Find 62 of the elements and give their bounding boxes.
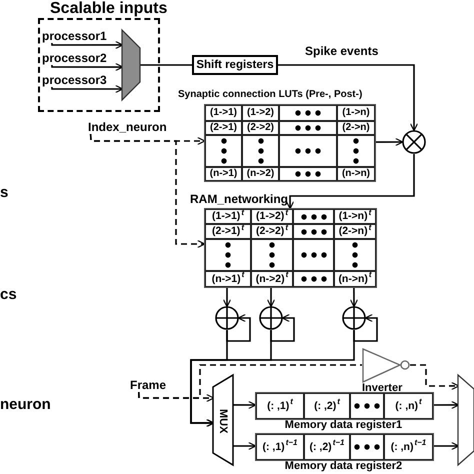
- table-title: Memory data register1: [284, 418, 404, 432]
- table-cell: (1->2): [242, 105, 279, 121]
- arrow: [266, 286, 276, 308]
- table-cell: (2->n): [337, 121, 375, 135]
- arrow: [226, 314, 251, 342]
- table-cell: (2->n)$^{t}$: [334, 224, 376, 239]
- arrow: [222, 286, 232, 308]
- label-text: cs: [0, 286, 17, 303]
- table-cell: (1->n)$^{t}$: [334, 209, 376, 224]
- arrow: [190, 330, 355, 428]
- table-cell: (1->n): [337, 105, 375, 121]
- table-cell: (: ,1)$^{t−1}$: [256, 434, 304, 460]
- input-label: processor3: [42, 73, 104, 87]
- input-label: processor1: [42, 29, 104, 43]
- arrow: [233, 442, 256, 450]
- signal-label: Frame: [130, 378, 174, 392]
- register-box: Shift registers: [192, 55, 278, 75]
- table-cell: (1->1)$^{t}$: [205, 209, 251, 224]
- arrow: [374, 138, 404, 146]
- arrow: [350, 286, 358, 308]
- group-title: Scalable inputs: [50, 0, 168, 18]
- table-title: RAM_networking: [190, 191, 288, 208]
- label-text: s: [0, 184, 8, 201]
- arrow: [286, 154, 415, 210]
- table-cell: (: ,2)$^{t−1}$: [304, 434, 350, 460]
- table-cell: (: ,1)$^{t}$: [256, 393, 304, 419]
- table-cell: (1->1): [205, 105, 242, 121]
- arrow: [51, 84, 124, 94]
- table-cell: (2->2)$^{t}$: [251, 224, 293, 239]
- label-text: neuron: [0, 396, 51, 413]
- table-cell: (n->1): [205, 167, 242, 181]
- arrow: [432, 442, 460, 450]
- arrow: [278, 64, 418, 132]
- table-title: Memory data register2: [284, 459, 404, 473]
- input-label: processor2: [42, 51, 104, 65]
- dashed-connector-line: [138, 364, 362, 399]
- table-cell: (n->2): [242, 167, 279, 181]
- table-cell: (2->2): [242, 121, 279, 135]
- dashed-arrow: [410, 364, 460, 390]
- table-title: Synaptic connection LUTs (Pre-, Post-): [178, 88, 362, 102]
- connector-line: [140, 64, 192, 66]
- table-cell: (n->n)$^{t}$: [334, 271, 376, 287]
- arrow: [51, 62, 124, 72]
- dashed-arrow: [90, 134, 206, 248]
- table-cell: (: ,n)$^{t}$: [384, 393, 433, 419]
- arrow: [353, 314, 378, 342]
- mux-label: MUX: [216, 409, 230, 434]
- signal-label: Index_neuron: [88, 120, 176, 134]
- table-cell: (n->1)$^{t}$: [205, 271, 251, 287]
- table-cell: (n->n): [337, 167, 375, 181]
- table-cell: (: ,n)$^{t−1}$: [384, 434, 433, 460]
- table-cell: (: ,2)$^{t}$: [304, 393, 350, 419]
- table-cell: (2->1): [205, 121, 242, 135]
- arrow: [51, 40, 124, 50]
- table-cell: (2->1)$^{t}$: [205, 224, 251, 239]
- arrow: [270, 314, 295, 342]
- table-cell: (n->2)$^{t}$: [251, 271, 293, 287]
- edge-label: Spike events: [305, 44, 378, 58]
- table-cell: (1->2)$^{t}$: [251, 209, 293, 224]
- inverter-label: Inverter: [362, 382, 402, 395]
- arrow: [432, 400, 460, 410]
- arrow: [233, 400, 256, 410]
